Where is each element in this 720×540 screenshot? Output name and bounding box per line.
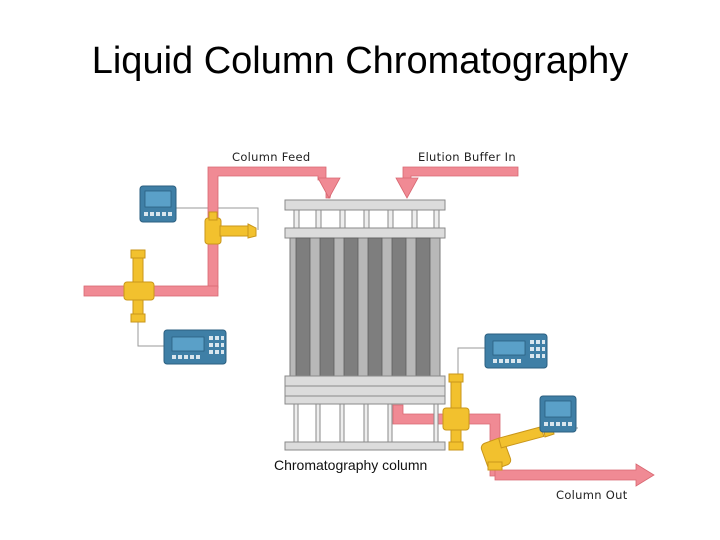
label-column-feed: Column Feed — [232, 150, 310, 164]
label-column-out: Column Out — [556, 488, 628, 502]
valve-outlet-1[interactable] — [442, 373, 470, 451]
label-chromatography-column: Chromatography column — [274, 457, 427, 473]
valve-inlet-cross[interactable] — [123, 249, 155, 323]
valve-feed[interactable] — [204, 211, 257, 245]
slide-title: Liquid Column Chromatography — [91, 40, 629, 82]
controller-top-left[interactable] — [139, 185, 177, 223]
controller-bottom-right[interactable] — [539, 395, 577, 433]
label-elution-buffer-in: Elution Buffer In — [418, 150, 516, 164]
arrow-elution-buffer — [395, 177, 419, 199]
arrow-column-feed — [317, 177, 341, 199]
pipe-elution-buffer — [402, 166, 519, 183]
pipe-column-out — [494, 463, 655, 487]
controller-mid-right[interactable] — [484, 333, 548, 369]
chromatography-column — [284, 199, 446, 451]
controller-mid-left[interactable] — [163, 329, 227, 365]
